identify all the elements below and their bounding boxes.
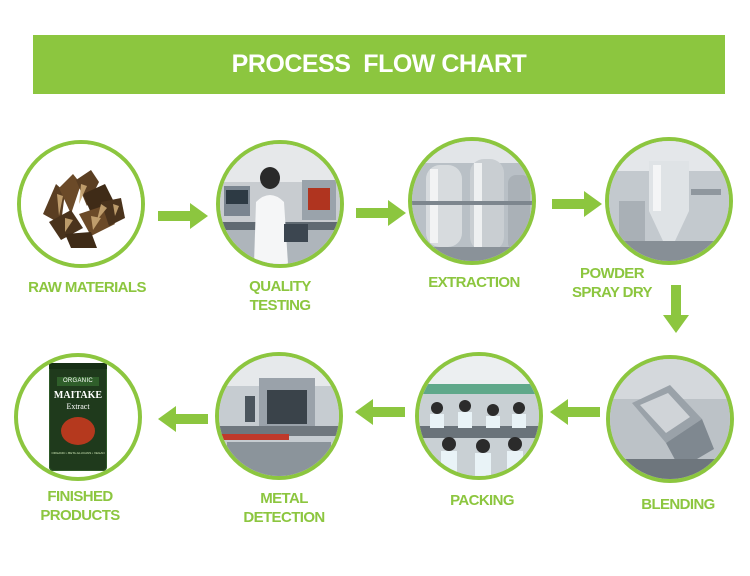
dried-mushroom-illustration: [21, 144, 141, 264]
chart-title: PROCESS FLOW CHART: [231, 50, 527, 78]
raw-materials-label: RAW MATERIALS: [28, 279, 146, 296]
quality-testing-label: QUALITY TESTING: [249, 278, 311, 314]
arrow-left-icon: [158, 406, 208, 432]
powder-spray-dry-photo: [605, 137, 733, 265]
pouch-product-name: MAITAKE: [53, 390, 103, 401]
pouch-powder-window: [61, 417, 95, 445]
pouch-subtitle: Extract: [66, 402, 90, 411]
pouch-footer-text: ORGANIC • BETA-GLUCANS • VEGAN: [51, 451, 105, 455]
pouch-organic-badge: ORGANIC: [57, 377, 99, 386]
finished-products-label: FINISHED PRODUCTS: [40, 488, 120, 524]
title-banner: PROCESS FLOW CHART: [33, 35, 725, 94]
arrow-right-icon: [356, 200, 406, 226]
metal-detector-illustration: [219, 356, 339, 476]
packing-label: PACKING: [450, 492, 514, 509]
arrow-left-icon: [355, 399, 405, 425]
metal-detection-label: METAL DETECTION: [243, 490, 325, 526]
raw-materials-photo: [17, 140, 145, 268]
finished-products-photo: ORGANIC MAITAKE Extract ORGANIC • BETA-G…: [14, 353, 142, 481]
metal-detection-photo: [215, 352, 343, 480]
product-pouch: ORGANIC MAITAKE Extract ORGANIC • BETA-G…: [49, 363, 107, 471]
blender-machine-illustration: [610, 359, 730, 479]
blending-label: BLENDING: [641, 496, 715, 513]
extraction-label: EXTRACTION: [428, 274, 520, 291]
arrow-left-icon: [550, 399, 600, 425]
spray-dryer-illustration: [609, 141, 729, 261]
extraction-tanks-illustration: [412, 141, 532, 261]
powder-spray-dry-label: POWDER SPRAY DRY: [572, 265, 653, 301]
packing-line-illustration: [419, 356, 539, 476]
arrow-right-icon: [158, 203, 208, 229]
blending-photo: [606, 355, 734, 483]
packing-photo: [415, 352, 543, 480]
lab-illustration: [220, 144, 340, 264]
extraction-photo: [408, 137, 536, 265]
quality-testing-photo: [216, 140, 344, 268]
arrow-right-icon: [552, 191, 602, 217]
arrow-down-icon: [663, 285, 689, 333]
